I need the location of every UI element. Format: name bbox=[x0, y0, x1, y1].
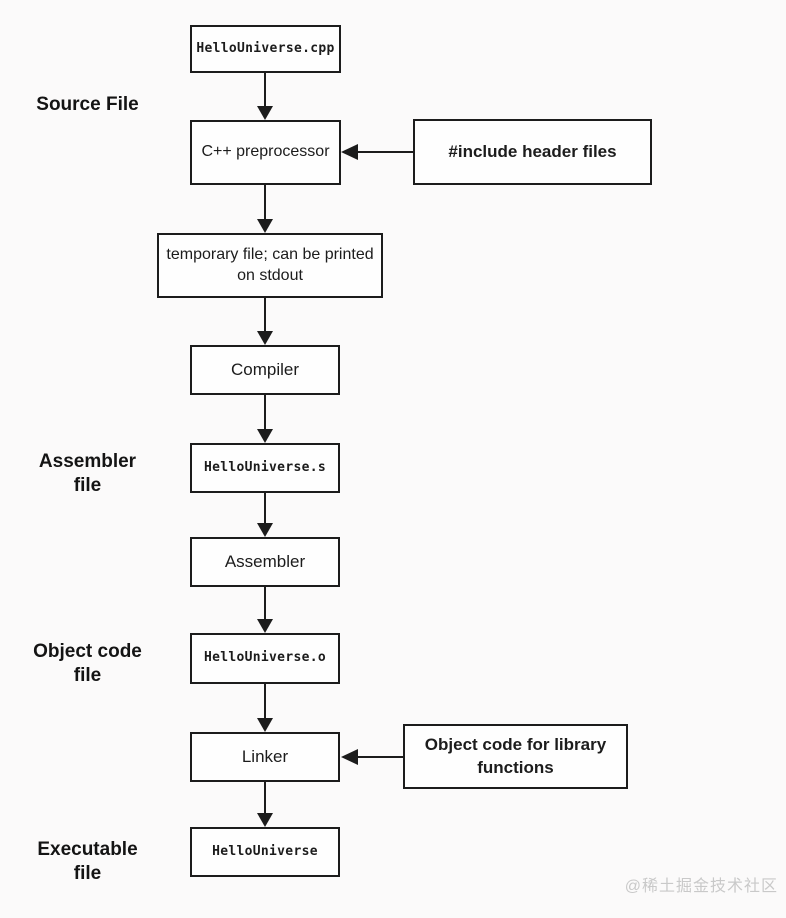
stage-label-line: Object code bbox=[33, 641, 142, 662]
stage-label-line: file bbox=[73, 664, 102, 686]
arrow-source-to-preprocessor-icon bbox=[264, 73, 266, 106]
node-library-object-code: Object code for library functions bbox=[403, 724, 628, 789]
node-object-file: HelloUniverse.o bbox=[190, 633, 340, 684]
node-assembler-file: HelloUniverse.s bbox=[190, 443, 340, 493]
stage-label-line: Source File bbox=[36, 94, 139, 115]
stage-label-source-file: Source File bbox=[10, 93, 165, 117]
stage-label-line: file bbox=[73, 862, 102, 884]
stage-label-line: file bbox=[73, 474, 102, 496]
stage-label-executable-file: Executable file bbox=[10, 838, 165, 886]
stage-label-object-code-file: Object code file bbox=[10, 640, 165, 688]
watermark-text: @稀土掘金技术社区 bbox=[624, 878, 778, 895]
arrow-compiler-to-assemblerfile-icon bbox=[264, 395, 266, 429]
arrow-assemblerfile-to-assembler-icon bbox=[264, 493, 266, 523]
arrow-libobject-to-linker-icon bbox=[358, 756, 403, 758]
node-temporary-file: temporary file; can be printed on stdout bbox=[157, 233, 383, 298]
arrow-assembler-to-objectfile-icon bbox=[264, 586, 266, 619]
stage-label-assembler-file: Assembler file bbox=[10, 450, 165, 498]
stage-label-line: Executable bbox=[37, 839, 138, 860]
arrow-include-to-preprocessor-icon bbox=[358, 151, 413, 153]
node-include-headers: #include header files bbox=[413, 119, 652, 185]
node-preprocessor: C++ preprocessor bbox=[190, 120, 341, 185]
node-executable: HelloUniverse bbox=[190, 827, 340, 877]
stage-label-line: Assembler bbox=[38, 451, 137, 472]
node-assembler: Assembler bbox=[190, 537, 340, 587]
node-compiler: Compiler bbox=[190, 345, 340, 395]
arrow-tempfile-to-compiler-icon bbox=[264, 298, 266, 331]
arrow-objectfile-to-linker-icon bbox=[264, 684, 266, 718]
arrow-preprocessor-to-tempfile-icon bbox=[264, 185, 266, 219]
arrow-linker-to-executable-icon bbox=[264, 782, 266, 813]
node-linker: Linker bbox=[190, 732, 340, 782]
node-source-file: HelloUniverse.cpp bbox=[190, 25, 341, 73]
